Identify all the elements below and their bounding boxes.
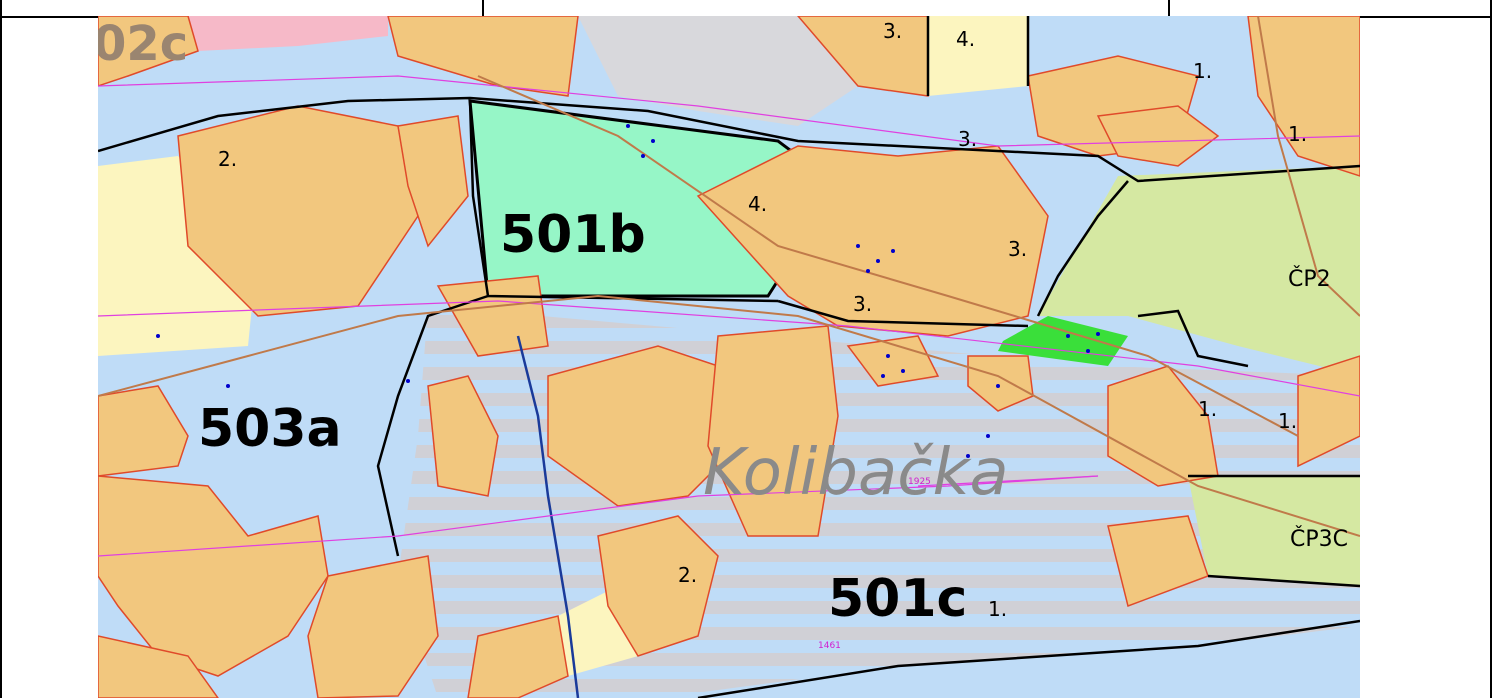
place-name-label: Kolibačka <box>703 436 1009 510</box>
bright-green-patch <box>998 316 1128 366</box>
meadow-cp3 <box>1188 476 1360 586</box>
pale-yellow-block-top <box>928 16 1028 96</box>
map-canvas: Kolibačka 501b 503a 501c 02c ČP2 ČP3C 1.… <box>98 16 1360 698</box>
age-label: 1. <box>1198 397 1217 421</box>
age-class-labels: 1. 1. 1. 1. 2. 2. 3. 3. 3. 3. 4. 4. 1. <box>218 19 1307 621</box>
age-label: 3. <box>853 292 872 316</box>
symbol-dots <box>156 124 1100 458</box>
stand-label-501c: 501c <box>828 569 967 629</box>
age-label: 2. <box>678 563 697 587</box>
age-label: 2. <box>218 147 237 171</box>
stand-label-501b: 501b <box>500 205 646 265</box>
age-label: 1. <box>988 597 1007 621</box>
road-lines <box>98 16 1360 537</box>
table-col-divider-1 <box>482 0 484 17</box>
table-right-border <box>1490 0 1492 698</box>
meadow-cp2 <box>1038 166 1360 376</box>
age-label: 4. <box>748 192 767 216</box>
table-col-divider-2 <box>1168 0 1170 17</box>
age-label: 1. <box>1288 122 1307 146</box>
age-label: 3. <box>958 127 977 151</box>
stream-line <box>516 335 580 698</box>
stand-label-cp3: ČP3C <box>1290 526 1348 552</box>
age-label: 4. <box>956 27 975 51</box>
parcel-number: 1925 <box>908 477 931 487</box>
stand-label-503a: 503a <box>198 399 342 459</box>
stand-label-cp2: ČP2 <box>1288 266 1331 292</box>
stand-borders <box>98 16 1360 698</box>
pink-area <box>188 16 388 51</box>
age-label: 1. <box>1193 59 1212 83</box>
parcel-lines <box>98 75 1360 557</box>
forest-polygons <box>98 16 1360 698</box>
parcel-number: 1461 <box>818 641 841 651</box>
age-label: 3. <box>883 19 902 43</box>
table-left-border <box>0 0 2 698</box>
age-label: 3. <box>1008 237 1027 261</box>
forest-stand-map[interactable]: Kolibačka 501b 503a 501c 02c ČP2 ČP3C 1.… <box>98 16 1360 698</box>
age-label: 1. <box>1278 409 1297 433</box>
stand-label-502c: 02c <box>98 16 188 72</box>
